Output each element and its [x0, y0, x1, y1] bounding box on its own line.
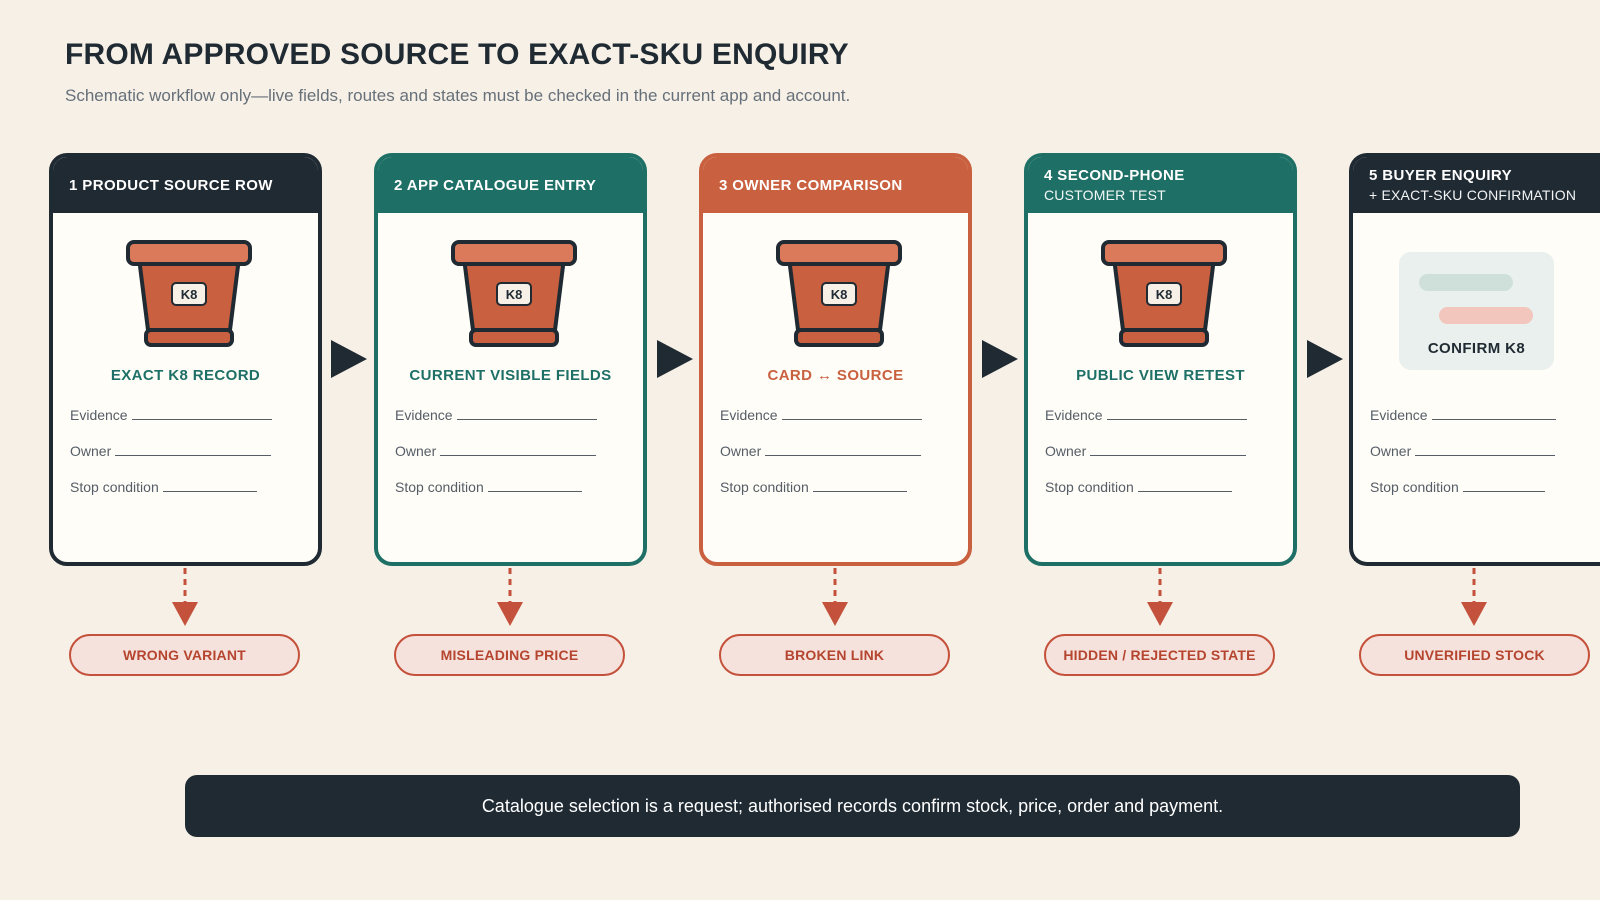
step-header: 3 OWNER COMPARISON: [703, 157, 968, 213]
risk-pill-hidden-rejected-state: HIDDEN / REJECTED STATE: [1044, 634, 1275, 676]
risk-pill-broken-link: BROKEN LINK: [719, 634, 950, 676]
down-arrow-icon: [172, 568, 198, 626]
step-label: CURRENT VISIBLE FIELDS: [409, 367, 612, 384]
pot-badge: K8: [506, 287, 523, 302]
down-arrow-icon: [1461, 568, 1487, 626]
step-header: 1 PRODUCT SOURCE ROW: [53, 157, 318, 213]
stop-condition-field[interactable]: Stop condition: [395, 479, 582, 495]
step-card-3: 3 OWNER COMPARISON K8 CARD ↔ SOURCE Evid…: [699, 153, 972, 566]
step-title: 1 PRODUCT SOURCE ROW: [69, 176, 273, 194]
plant-pot-icon: K8: [1101, 240, 1227, 347]
plant-pot-icon: K8: [451, 240, 577, 347]
flow-arrow: [1307, 340, 1343, 378]
step-card-4: 4 SECOND-PHONE CUSTOMER TEST K8 PUBLIC V…: [1024, 153, 1297, 566]
down-arrow-icon: [1147, 568, 1173, 626]
flow-arrow: [331, 340, 367, 378]
step-header: 2 APP CATALOGUE ENTRY: [378, 157, 643, 213]
reply-bar: [1439, 307, 1533, 324]
evidence-field[interactable]: Evidence: [70, 407, 272, 423]
step-label: CONFIRM K8: [1427, 340, 1526, 357]
stop-condition-field[interactable]: Stop condition: [70, 479, 257, 495]
plant-pot-icon: K8: [776, 240, 902, 347]
evidence-field[interactable]: Evidence: [1045, 407, 1247, 423]
step-header: 4 SECOND-PHONE CUSTOMER TEST: [1028, 157, 1293, 213]
step-title: 4 SECOND-PHONE: [1044, 167, 1185, 184]
step-header: 5 BUYER ENQUIRY + EXACT-SKU CONFIRMATION: [1353, 157, 1600, 213]
stop-condition-field[interactable]: Stop condition: [1370, 479, 1545, 495]
step-card-1: 1 PRODUCT SOURCE ROW K8 EXACT K8 RECORD …: [49, 153, 322, 566]
stop-condition-field[interactable]: Stop condition: [1045, 479, 1232, 495]
risk-pill-misleading-price: MISLEADING PRICE: [394, 634, 625, 676]
evidence-field[interactable]: Evidence: [720, 407, 922, 423]
plant-pot-icon: K8: [126, 240, 252, 347]
step-subtitle: + EXACT-SKU CONFIRMATION: [1369, 187, 1577, 203]
pot-badge: K8: [831, 287, 848, 302]
step-label: PUBLIC VIEW RETEST: [1076, 367, 1245, 384]
step-card-2: 2 APP CATALOGUE ENTRY K8 CURRENT VISIBLE…: [374, 153, 647, 566]
message-bar: [1419, 274, 1513, 291]
step-card-5: 5 BUYER ENQUIRY + EXACT-SKU CONFIRMATION…: [1349, 153, 1600, 566]
evidence-field[interactable]: Evidence: [1370, 407, 1556, 423]
footer-note: Catalogue selection is a request; author…: [185, 775, 1520, 837]
down-arrow-icon: [497, 568, 523, 626]
owner-field[interactable]: Owner: [1370, 443, 1556, 459]
step-title: 2 APP CATALOGUE ENTRY: [394, 176, 597, 194]
risk-pill-wrong-variant: WRONG VARIANT: [69, 634, 300, 676]
down-arrow-icon: [822, 568, 848, 626]
step-label: CARD ↔ SOURCE: [767, 367, 904, 384]
risk-pill-unverified-stock: UNVERIFIED STOCK: [1359, 634, 1590, 676]
flow-arrow: [657, 340, 693, 378]
step-title: 5 BUYER ENQUIRY: [1369, 167, 1512, 184]
page-subtitle: Schematic workflow only—live fields, rou…: [65, 86, 851, 105]
page-title: FROM APPROVED SOURCE TO EXACT-SKU ENQUIR…: [65, 38, 849, 71]
owner-field[interactable]: Owner: [1045, 443, 1247, 459]
step-title: 3 OWNER COMPARISON: [719, 176, 903, 194]
owner-field[interactable]: Owner: [70, 443, 272, 459]
step-subtitle: CUSTOMER TEST: [1044, 187, 1166, 203]
flow-arrow: [982, 340, 1018, 378]
owner-field[interactable]: Owner: [395, 443, 597, 459]
pot-badge: K8: [1156, 287, 1173, 302]
chat-mock-icon: CONFIRM K8: [1399, 252, 1554, 370]
step-label: EXACT K8 RECORD: [110, 367, 261, 384]
pot-badge: K8: [181, 287, 198, 302]
evidence-field[interactable]: Evidence: [395, 407, 597, 423]
stop-condition-field[interactable]: Stop condition: [720, 479, 907, 495]
owner-field[interactable]: Owner: [720, 443, 922, 459]
